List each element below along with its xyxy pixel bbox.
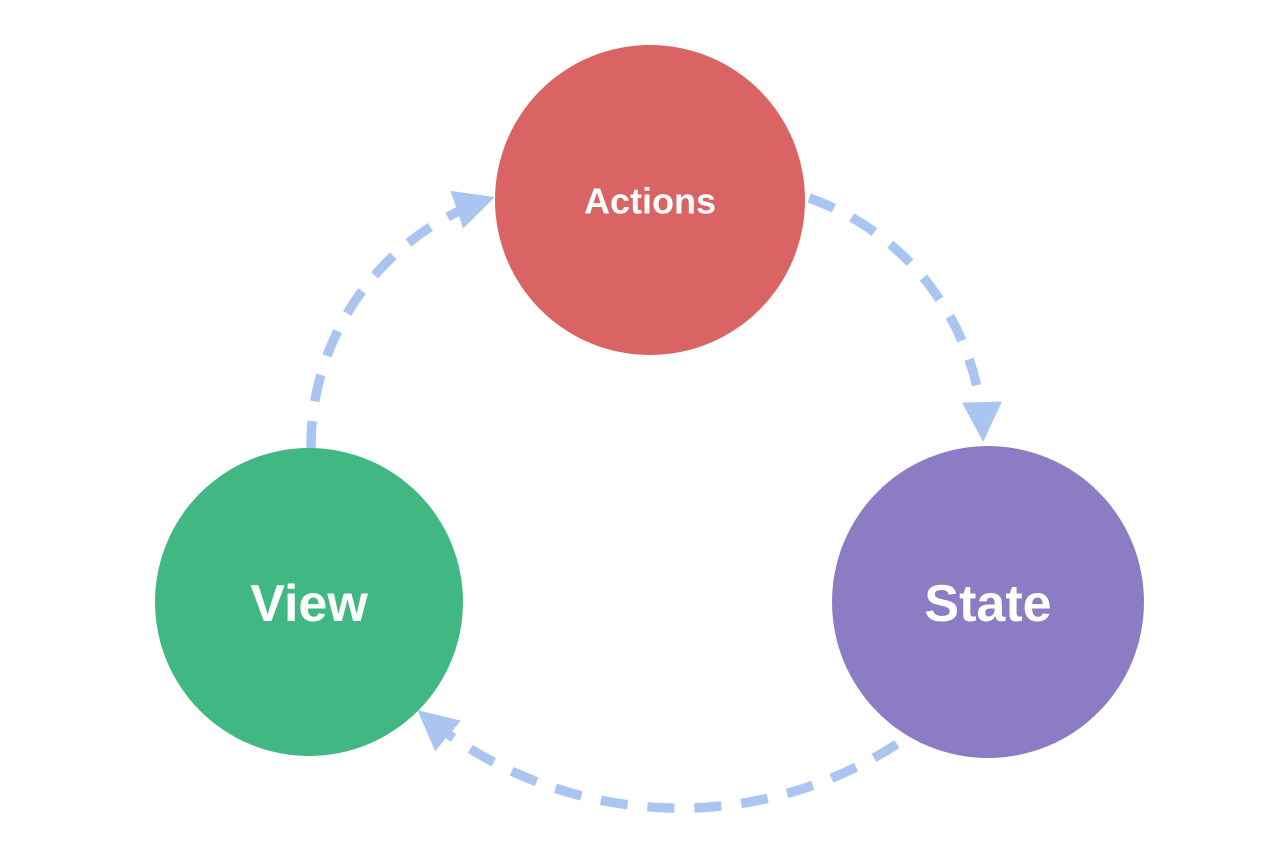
edge-actions-to-state [807, 193, 1002, 442]
edge-state-to-view [417, 710, 900, 813]
node-view-label: View [250, 575, 368, 633]
node-view-circle [155, 448, 463, 756]
node-state-label: State [924, 575, 1051, 633]
node-state-circle [832, 446, 1144, 758]
edge-view-to-actions [306, 190, 495, 449]
node-actions-label: Actions [584, 181, 716, 222]
node-actions: Actions [495, 45, 805, 355]
node-state: State [832, 446, 1144, 758]
node-actions-circle [495, 45, 805, 355]
node-view: View [155, 448, 463, 756]
